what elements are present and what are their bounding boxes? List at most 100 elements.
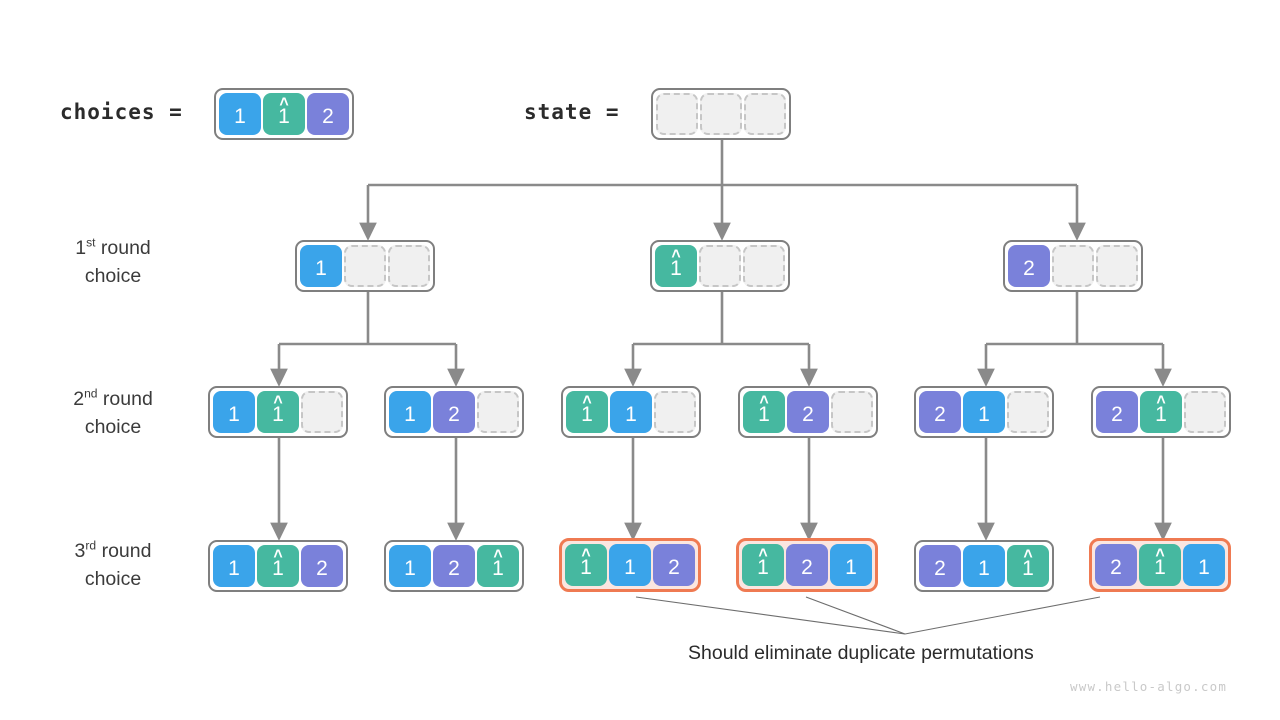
hat-icon: ˄: [1155, 545, 1165, 562]
cell-value: 2: [802, 403, 814, 426]
round-2-number: 2: [73, 388, 85, 410]
round2-node-5-cell-1: 2: [919, 391, 961, 433]
round2-node-3-cell-1: ˄1: [566, 391, 608, 433]
round1-node-3[interactable]: 2: [1003, 240, 1143, 292]
round3-node-4-cell-1: ˄1: [742, 544, 784, 586]
cell-value: 1: [492, 557, 504, 580]
round-1-number: 1: [75, 237, 87, 259]
hat-icon: ˄: [759, 392, 769, 409]
round2-node-3-cell-2: 1: [610, 391, 652, 433]
round1-node-3-cell-2: [1052, 245, 1094, 287]
state-label: state =: [524, 100, 620, 124]
round3-node-5-cell-3: ˄1: [1007, 545, 1049, 587]
round3-node-6-cell-3: 1: [1183, 544, 1225, 586]
round3-node-1-cell-2: ˄1: [257, 545, 299, 587]
round3-node-6[interactable]: 2˄1 1: [1089, 538, 1231, 592]
cell-value: 2: [1111, 403, 1123, 426]
caption-text: Should eliminate duplicate permutations: [688, 642, 1034, 664]
round-3-number: 3: [74, 540, 86, 562]
round2-node-1-cell-1: 1: [213, 391, 255, 433]
state-array-cell-1: [656, 93, 698, 135]
cell-value: 2: [1023, 257, 1035, 280]
round1-node-2[interactable]: ˄1: [650, 240, 790, 292]
cell-value: 1: [228, 403, 240, 426]
cell-value: 1: [757, 556, 769, 579]
round1-node-1-cell-1: 1: [300, 245, 342, 287]
round2-node-6[interactable]: 2 ˄1: [1091, 386, 1231, 438]
state-array[interactable]: [651, 88, 791, 140]
choices-array-cell-2: ˄1: [263, 93, 305, 135]
round-3-label: 3rd round choice: [28, 537, 198, 594]
cell-value: 1: [228, 557, 240, 580]
round1-node-2-cell-2: [699, 245, 741, 287]
cell-value: 1: [234, 105, 246, 128]
cell-value: 1: [1022, 557, 1034, 580]
round1-node-1-cell-3: [388, 245, 430, 287]
round-1-suffix: st: [86, 235, 96, 250]
cell-value: 2: [448, 557, 460, 580]
cell-value: 1: [758, 403, 770, 426]
round2-node-6-cell-1: 2: [1096, 391, 1138, 433]
hat-icon: ˄: [279, 94, 289, 111]
round1-node-2-cell-3: [743, 245, 785, 287]
choices-array-cell-1: 1: [219, 93, 261, 135]
cell-value: 1: [624, 556, 636, 579]
round2-node-4-cell-1: ˄1: [743, 391, 785, 433]
state-array-cell-2: [700, 93, 742, 135]
round-3-choice-word: choice: [84, 568, 142, 591]
cell-value: 1: [278, 105, 290, 128]
round3-node-4-cell-2: 2: [786, 544, 828, 586]
cell-value: 2: [801, 556, 813, 579]
hat-icon: ˄: [1156, 392, 1166, 409]
cell-value: 1: [1155, 403, 1167, 426]
cell-value: 2: [668, 556, 680, 579]
round2-node-1-cell-2: ˄1: [257, 391, 299, 433]
cell-value: 1: [1198, 556, 1210, 579]
round3-node-2-cell-1: 1: [389, 545, 431, 587]
cell-value: 1: [625, 403, 637, 426]
round2-node-3[interactable]: ˄1 1: [561, 386, 701, 438]
hat-icon: ˄: [758, 545, 768, 562]
hat-icon: ˄: [493, 546, 503, 563]
round-2-label: 2nd round choice: [28, 385, 198, 442]
cell-value: 2: [316, 557, 328, 580]
round2-node-1[interactable]: 1 ˄1: [208, 386, 348, 438]
round3-node-5-cell-1: 2: [919, 545, 961, 587]
cell-value: 1: [845, 556, 857, 579]
round3-node-5[interactable]: 2 1˄1: [914, 540, 1054, 592]
cell-value: 1: [272, 557, 284, 580]
cell-value: 1: [315, 257, 327, 280]
round1-node-1-cell-2: [344, 245, 386, 287]
round3-node-6-cell-1: 2: [1095, 544, 1137, 586]
round-1-choice-word: choice: [84, 265, 142, 288]
round2-node-4[interactable]: ˄1 2: [738, 386, 878, 438]
round2-node-2-cell-3: [477, 391, 519, 433]
cell-value: 1: [978, 403, 990, 426]
round2-node-4-cell-2: 2: [787, 391, 829, 433]
round3-node-3-cell-1: ˄1: [565, 544, 607, 586]
choices-array-cell-3: 2: [307, 93, 349, 135]
watermark: www.hello-algo.com: [1070, 679, 1228, 694]
round-3-word: round: [96, 540, 152, 562]
round3-node-3-cell-3: 2: [653, 544, 695, 586]
round3-node-2-cell-2: 2: [433, 545, 475, 587]
cell-value: 1: [580, 556, 592, 579]
cell-value: 1: [404, 557, 416, 580]
round1-node-1[interactable]: 1: [295, 240, 435, 292]
round3-node-6-cell-2: ˄1: [1139, 544, 1181, 586]
round-2-word: round: [97, 388, 153, 410]
hat-icon: ˄: [582, 392, 592, 409]
round-2-suffix: nd: [84, 386, 98, 401]
round2-node-4-cell-3: [831, 391, 873, 433]
round3-node-1-cell-1: 1: [213, 545, 255, 587]
round2-node-1-cell-3: [301, 391, 343, 433]
